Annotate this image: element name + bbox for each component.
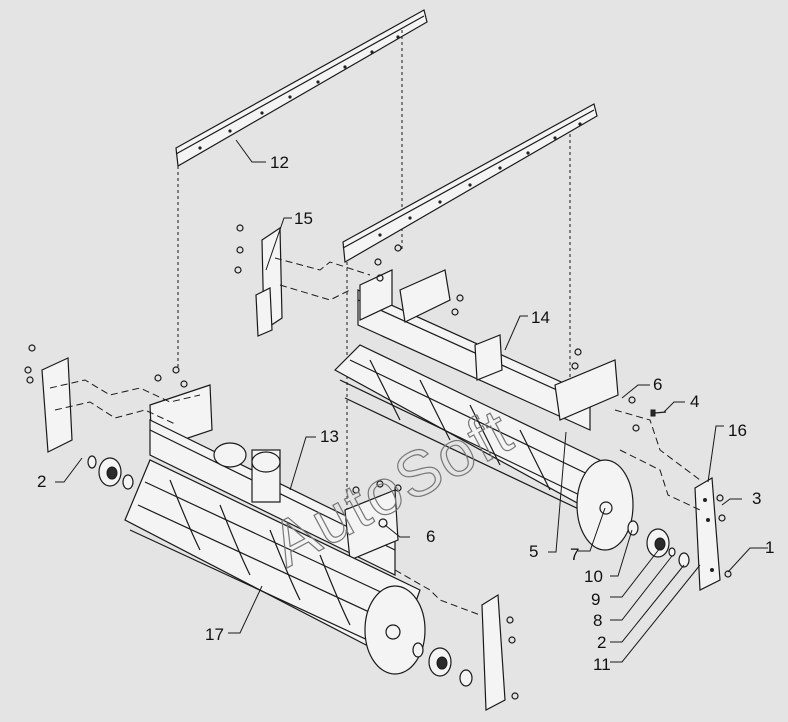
callouts: 1 2 2 3 4 5 6 6 7 8 9 10 11 12 13 14 15 …: [37, 153, 774, 674]
assembly-paths: [49, 257, 701, 616]
callout-16: 16: [728, 421, 747, 440]
callout-7: 7: [570, 545, 579, 564]
callout-17: 17: [205, 625, 224, 644]
callout-6-front: 6: [426, 527, 435, 546]
callout-4: 4: [690, 392, 699, 411]
leader-lines: [55, 139, 768, 663]
callout-10: 10: [584, 567, 603, 586]
callout-12: 12: [270, 153, 289, 172]
callout-2-left: 2: [37, 472, 46, 491]
rear-roller-assembly: [234, 224, 732, 591]
front-roller-assembly: [24, 344, 519, 711]
callout-6-rear: 6: [653, 375, 662, 394]
bar-12: [175, 9, 428, 167]
callout-15: 15: [294, 209, 313, 228]
bar-right: [342, 103, 598, 263]
callout-3: 3: [752, 489, 761, 508]
callout-5: 5: [529, 542, 538, 561]
callout-13: 13: [320, 427, 339, 446]
callout-2-right: 2: [597, 633, 606, 652]
callout-8: 8: [593, 611, 602, 630]
callout-14: 14: [531, 308, 550, 327]
callout-9: 9: [591, 590, 600, 609]
callout-1: 1: [765, 538, 774, 557]
callout-11: 11: [593, 655, 611, 674]
